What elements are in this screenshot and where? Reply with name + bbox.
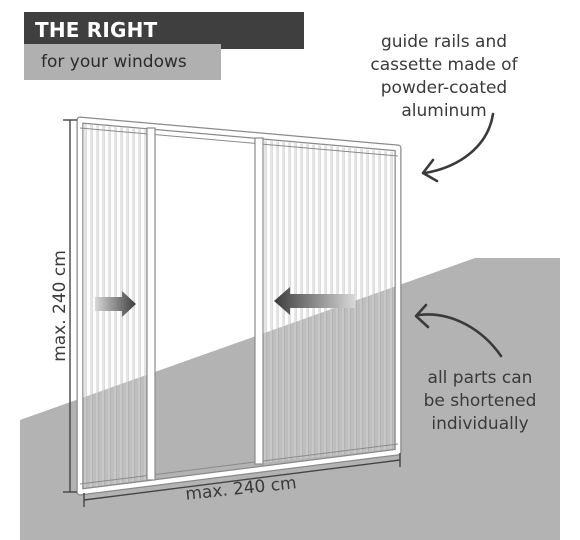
- width-dimension-line: [83, 453, 401, 507]
- callout-arrow-top: [421, 112, 495, 183]
- callout-arrow-bottom: [414, 303, 503, 358]
- material-callout-line: powder-coated: [380, 78, 508, 98]
- shortening-callout-line: be shortened: [423, 391, 537, 411]
- height-dimension-label: max. 240 cm: [50, 250, 70, 362]
- arrow-left-icon: [274, 287, 355, 315]
- right-slide-bar: [254, 137, 264, 465]
- arrow-right-icon: [95, 291, 136, 317]
- shortening-callout: all parts can be shortened individually: [396, 367, 564, 436]
- material-callout-line: cassette made of: [370, 55, 518, 75]
- window-frame: [76, 116, 402, 496]
- left-slide-bar: [146, 127, 156, 481]
- shortening-callout-line: all parts can: [427, 368, 533, 388]
- material-callout: guide rails and cassette made of powder-…: [344, 31, 544, 123]
- material-callout-line: guide rails and: [380, 32, 508, 52]
- subtitle-banner: for your windows: [24, 44, 221, 80]
- material-callout-line: aluminum: [401, 101, 487, 121]
- height-dimension-line: [63, 119, 77, 493]
- shortening-callout-line: individually: [431, 414, 529, 434]
